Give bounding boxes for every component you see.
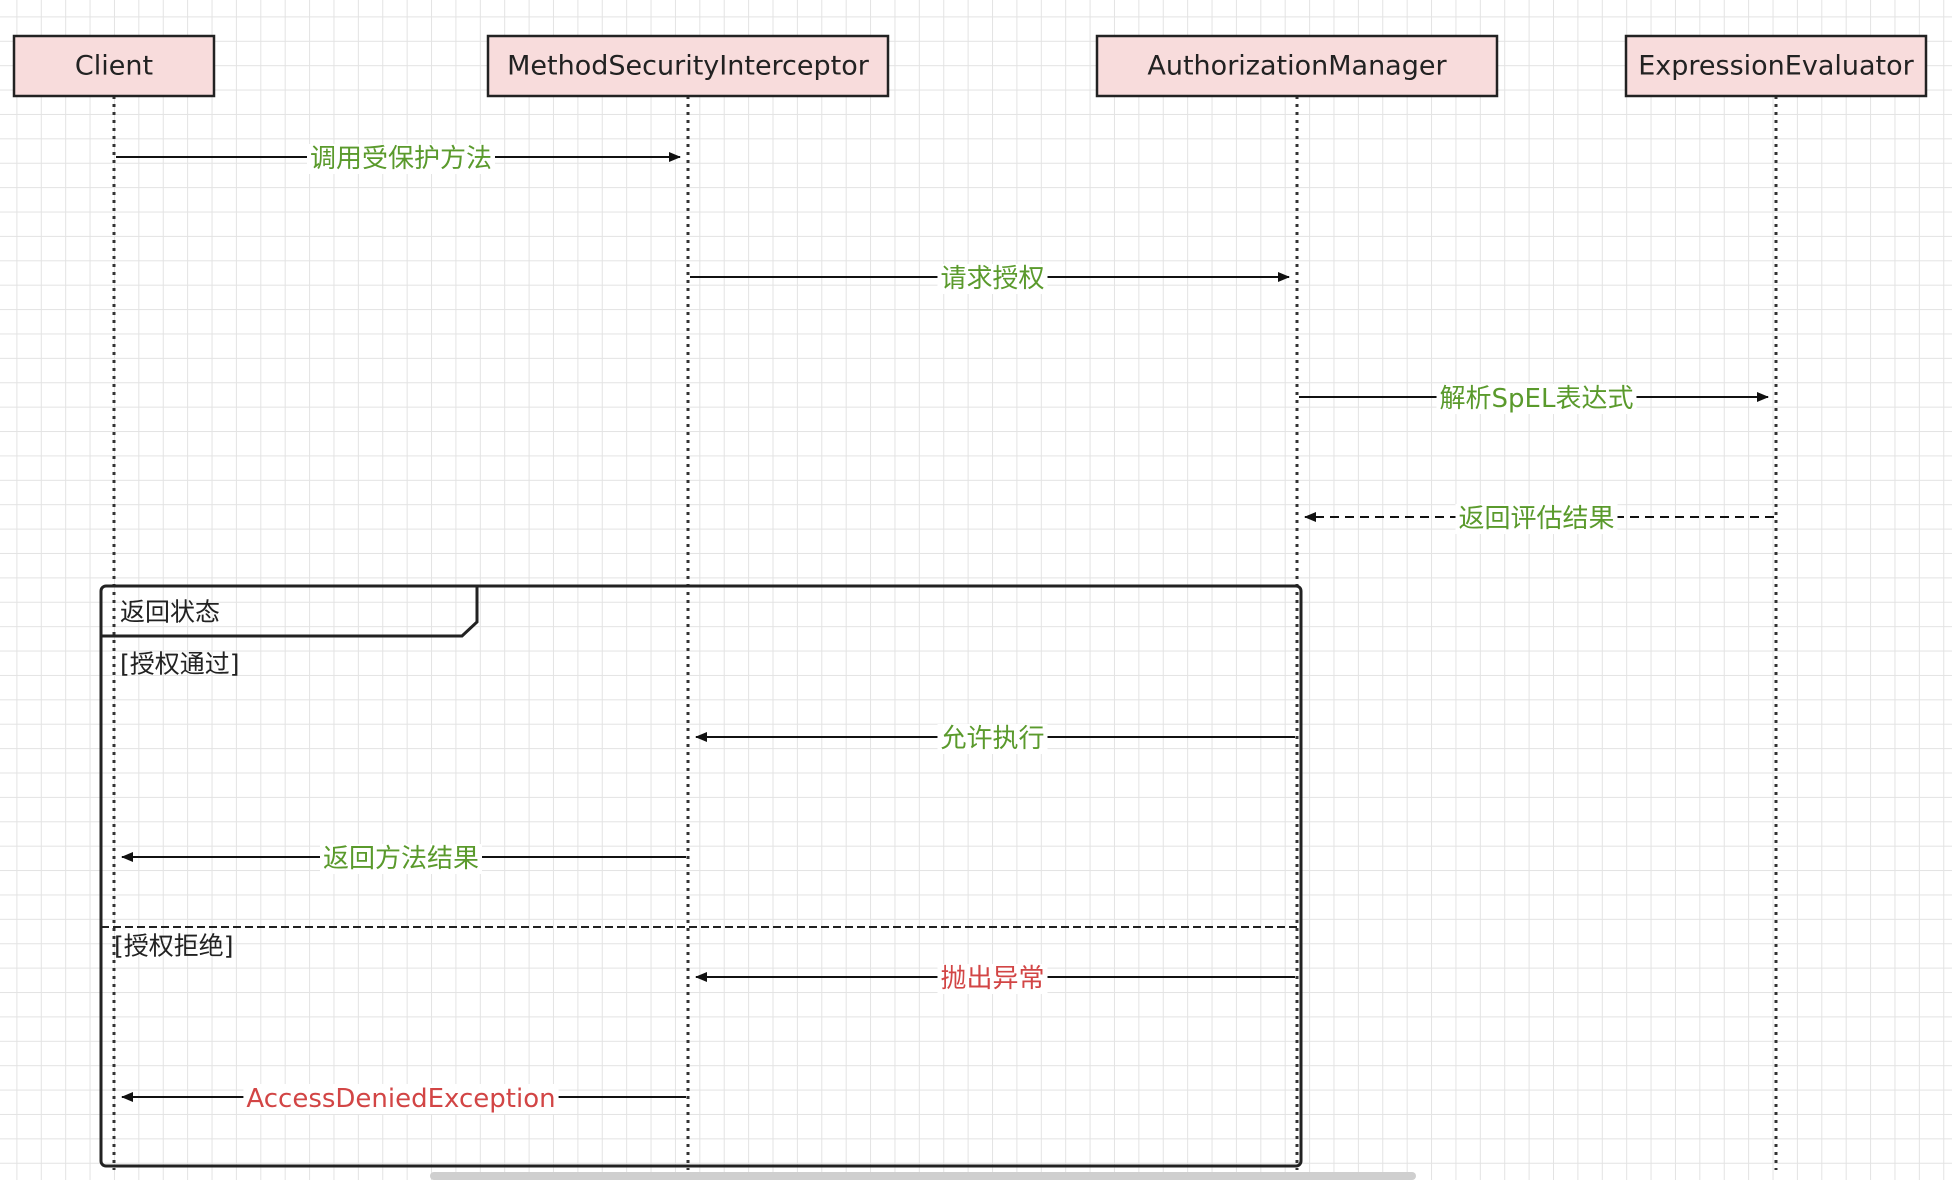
participant-evaluator[interactable]: ExpressionEvaluator xyxy=(1624,34,1928,98)
fragment-title: 返回状态 xyxy=(120,598,220,627)
fragment-frame xyxy=(99,584,1303,1168)
message-label-background xyxy=(1455,504,1618,534)
message-label-background xyxy=(243,1084,559,1114)
label-return-eval: 返回评估结果 xyxy=(1458,504,1614,534)
message-label-background xyxy=(937,964,1048,994)
participant-interceptor[interactable]: MethodSecurityInterceptor xyxy=(486,34,890,98)
fragment-alt: 返回状态 [授权通过] [授权拒绝] xyxy=(99,584,1303,1168)
participant-manager-label: AuthorizationManager xyxy=(1147,51,1447,82)
label-request-auth: 请求授权 xyxy=(940,264,1044,294)
fragment-title-tab xyxy=(101,586,479,638)
label-throw: 抛出异常 xyxy=(940,964,1044,994)
lifelines xyxy=(112,96,1778,1170)
label-access-denied: AccessDeniedException xyxy=(246,1084,555,1114)
label-return-result: 返回方法结果 xyxy=(323,844,479,874)
guard-denied: [授权拒绝] xyxy=(114,932,234,961)
message-label-background xyxy=(937,724,1048,754)
participant-client-label: Client xyxy=(75,51,153,82)
participant-interceptor-label: MethodSecurityInterceptor xyxy=(507,51,870,82)
message-label-background xyxy=(937,264,1048,294)
label-allow: 允许执行 xyxy=(940,724,1044,754)
participant-client[interactable]: Client xyxy=(12,34,216,98)
message-label-background xyxy=(306,144,496,174)
participant-evaluator-label: ExpressionEvaluator xyxy=(1638,51,1914,82)
message-label-background xyxy=(319,844,483,874)
label-invoke: 调用受保护方法 xyxy=(310,144,492,174)
message-label-background xyxy=(1436,384,1637,414)
participant-manager[interactable]: AuthorizationManager xyxy=(1095,34,1499,98)
messages: 调用受保护方法请求授权解析SpEL表达式返回评估结果允许执行返回方法结果抛出异常… xyxy=(116,144,1774,1114)
label-parse-spel: 解析SpEL表达式 xyxy=(1440,384,1634,414)
horizontal-scrollbar[interactable] xyxy=(430,1172,1416,1180)
guard-allowed: [授权通过] xyxy=(120,650,240,679)
